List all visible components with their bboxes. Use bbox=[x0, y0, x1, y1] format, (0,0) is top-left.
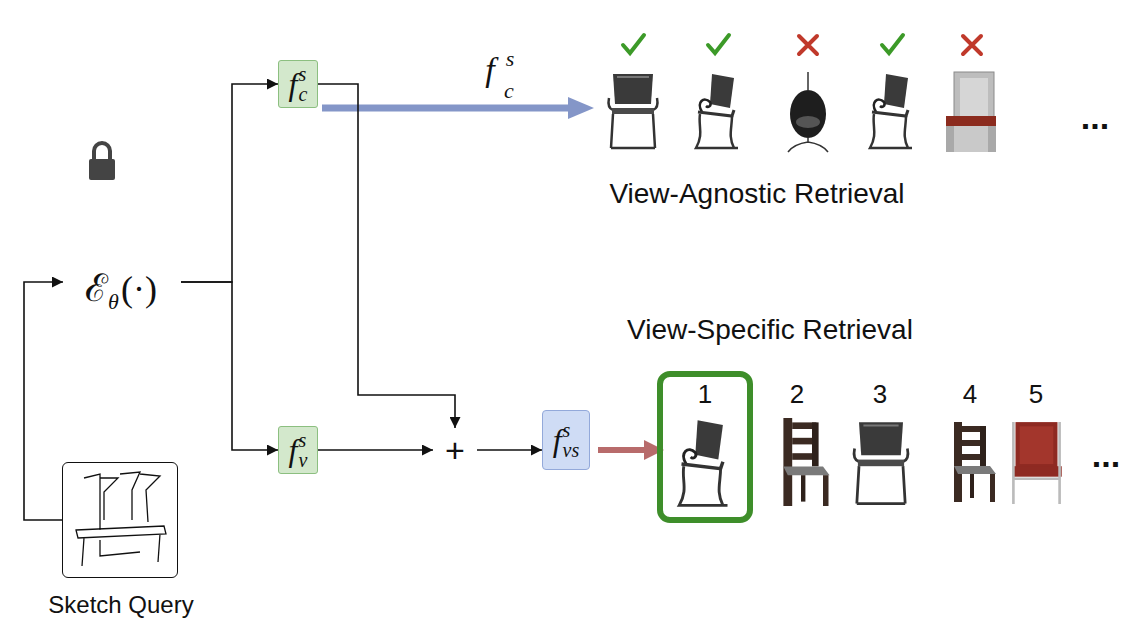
chair-result bbox=[679, 418, 1061, 506]
connector-arrow bbox=[318, 84, 455, 428]
math-superscript: s bbox=[506, 46, 515, 71]
math-scripts: vs bbox=[299, 430, 308, 470]
chair-result bbox=[609, 74, 658, 148]
math-subscript: c bbox=[504, 78, 514, 103]
rank-number: 4 bbox=[963, 380, 977, 410]
math-subscript: c bbox=[299, 84, 308, 104]
ellipsis: ... bbox=[1092, 436, 1120, 475]
top-match-frame bbox=[660, 374, 750, 520]
feature-box: fcs bbox=[278, 60, 318, 108]
ellipsis: ... bbox=[1081, 98, 1109, 137]
chair-result bbox=[783, 418, 829, 506]
chair-result bbox=[696, 74, 738, 148]
sum-node: + bbox=[433, 428, 477, 472]
retrieval-panel: View-Agnostic Retrieval bbox=[377, 8, 1135, 226]
chair-result bbox=[788, 72, 828, 152]
retrieval-panel-outline bbox=[378, 291, 1135, 541]
connector-arrow bbox=[318, 449, 433, 451]
math-symbol: f bbox=[289, 432, 298, 469]
sketch-box-outline bbox=[63, 463, 177, 577]
math-subscript: v bbox=[299, 450, 308, 470]
caption-label: Sketch Query bbox=[48, 591, 193, 619]
math-symbol: (·) bbox=[121, 268, 157, 310]
math-symbol: θ bbox=[108, 289, 119, 315]
feature-box: fvss bbox=[542, 410, 590, 470]
sum-node-outline bbox=[434, 429, 476, 471]
retrieval-panel: + fvss View-Specific Retrieval bbox=[377, 290, 1135, 541]
math-symbol: f bbox=[289, 66, 298, 103]
sketch-drawing bbox=[76, 472, 166, 566]
connector-arrow bbox=[181, 282, 278, 450]
chair-result bbox=[679, 420, 727, 505]
retrieval-arrow bbox=[598, 440, 664, 460]
cross-mark bbox=[799, 36, 981, 54]
math-label: fvss bbox=[553, 420, 580, 460]
cross-mark bbox=[799, 36, 817, 54]
panel-title: View-Agnostic Retrieval bbox=[609, 178, 904, 210]
check-mark bbox=[623, 35, 644, 53]
retrieval-arrow bbox=[322, 105, 570, 112]
connector-arrow bbox=[24, 282, 63, 520]
chair-result bbox=[609, 72, 997, 152]
chair-result bbox=[1013, 422, 1061, 504]
math-superscript: s bbox=[563, 420, 580, 440]
rank-number: 5 bbox=[1029, 380, 1043, 410]
feature-box: fvs bbox=[278, 426, 318, 474]
math-scripts: vss bbox=[563, 420, 580, 460]
encoder-block-outline bbox=[64, 169, 181, 396]
math-superscript: s bbox=[299, 64, 308, 84]
math-label: fvs bbox=[289, 430, 308, 470]
math-symbol: ℰ bbox=[85, 260, 108, 312]
check-mark bbox=[623, 35, 903, 53]
rank-number: 2 bbox=[790, 380, 804, 410]
chair-result bbox=[854, 422, 908, 503]
math-scripts: cs bbox=[299, 64, 308, 104]
check-mark bbox=[708, 35, 729, 53]
math-subscript: vs bbox=[563, 440, 580, 460]
math-superscript: s bbox=[299, 430, 308, 450]
retrieval-panel-outline bbox=[378, 9, 1135, 226]
chair-result bbox=[870, 74, 912, 148]
math-symbol: f bbox=[485, 50, 494, 89]
math-symbol: f bbox=[553, 422, 562, 459]
encoder-label: ℰθ(·) bbox=[85, 260, 157, 312]
retrieval-arrow bbox=[322, 97, 594, 119]
chair-result bbox=[954, 422, 996, 502]
sketch-box: Sketch Query bbox=[62, 462, 178, 578]
cross-mark bbox=[963, 36, 981, 54]
rank-number: 3 bbox=[873, 380, 887, 410]
sum-symbol: + bbox=[445, 433, 465, 467]
chair-result bbox=[946, 72, 996, 152]
connector-arrow bbox=[181, 84, 278, 282]
math-label: fcs bbox=[289, 64, 308, 104]
lock-icon bbox=[89, 143, 115, 180]
lock-icon bbox=[89, 159, 115, 180]
panel-title: View-Specific Retrieval bbox=[627, 314, 913, 346]
lock-icon bbox=[94, 143, 110, 160]
sketch-drawing bbox=[76, 472, 166, 566]
connector-arrow bbox=[477, 449, 542, 451]
encoder-block: ℰθ(·) bbox=[63, 168, 181, 396]
rank-number: 1 bbox=[698, 380, 712, 410]
check-mark bbox=[882, 35, 903, 53]
retrieval-arrow bbox=[598, 447, 646, 453]
retrieval-arrow bbox=[568, 97, 594, 119]
